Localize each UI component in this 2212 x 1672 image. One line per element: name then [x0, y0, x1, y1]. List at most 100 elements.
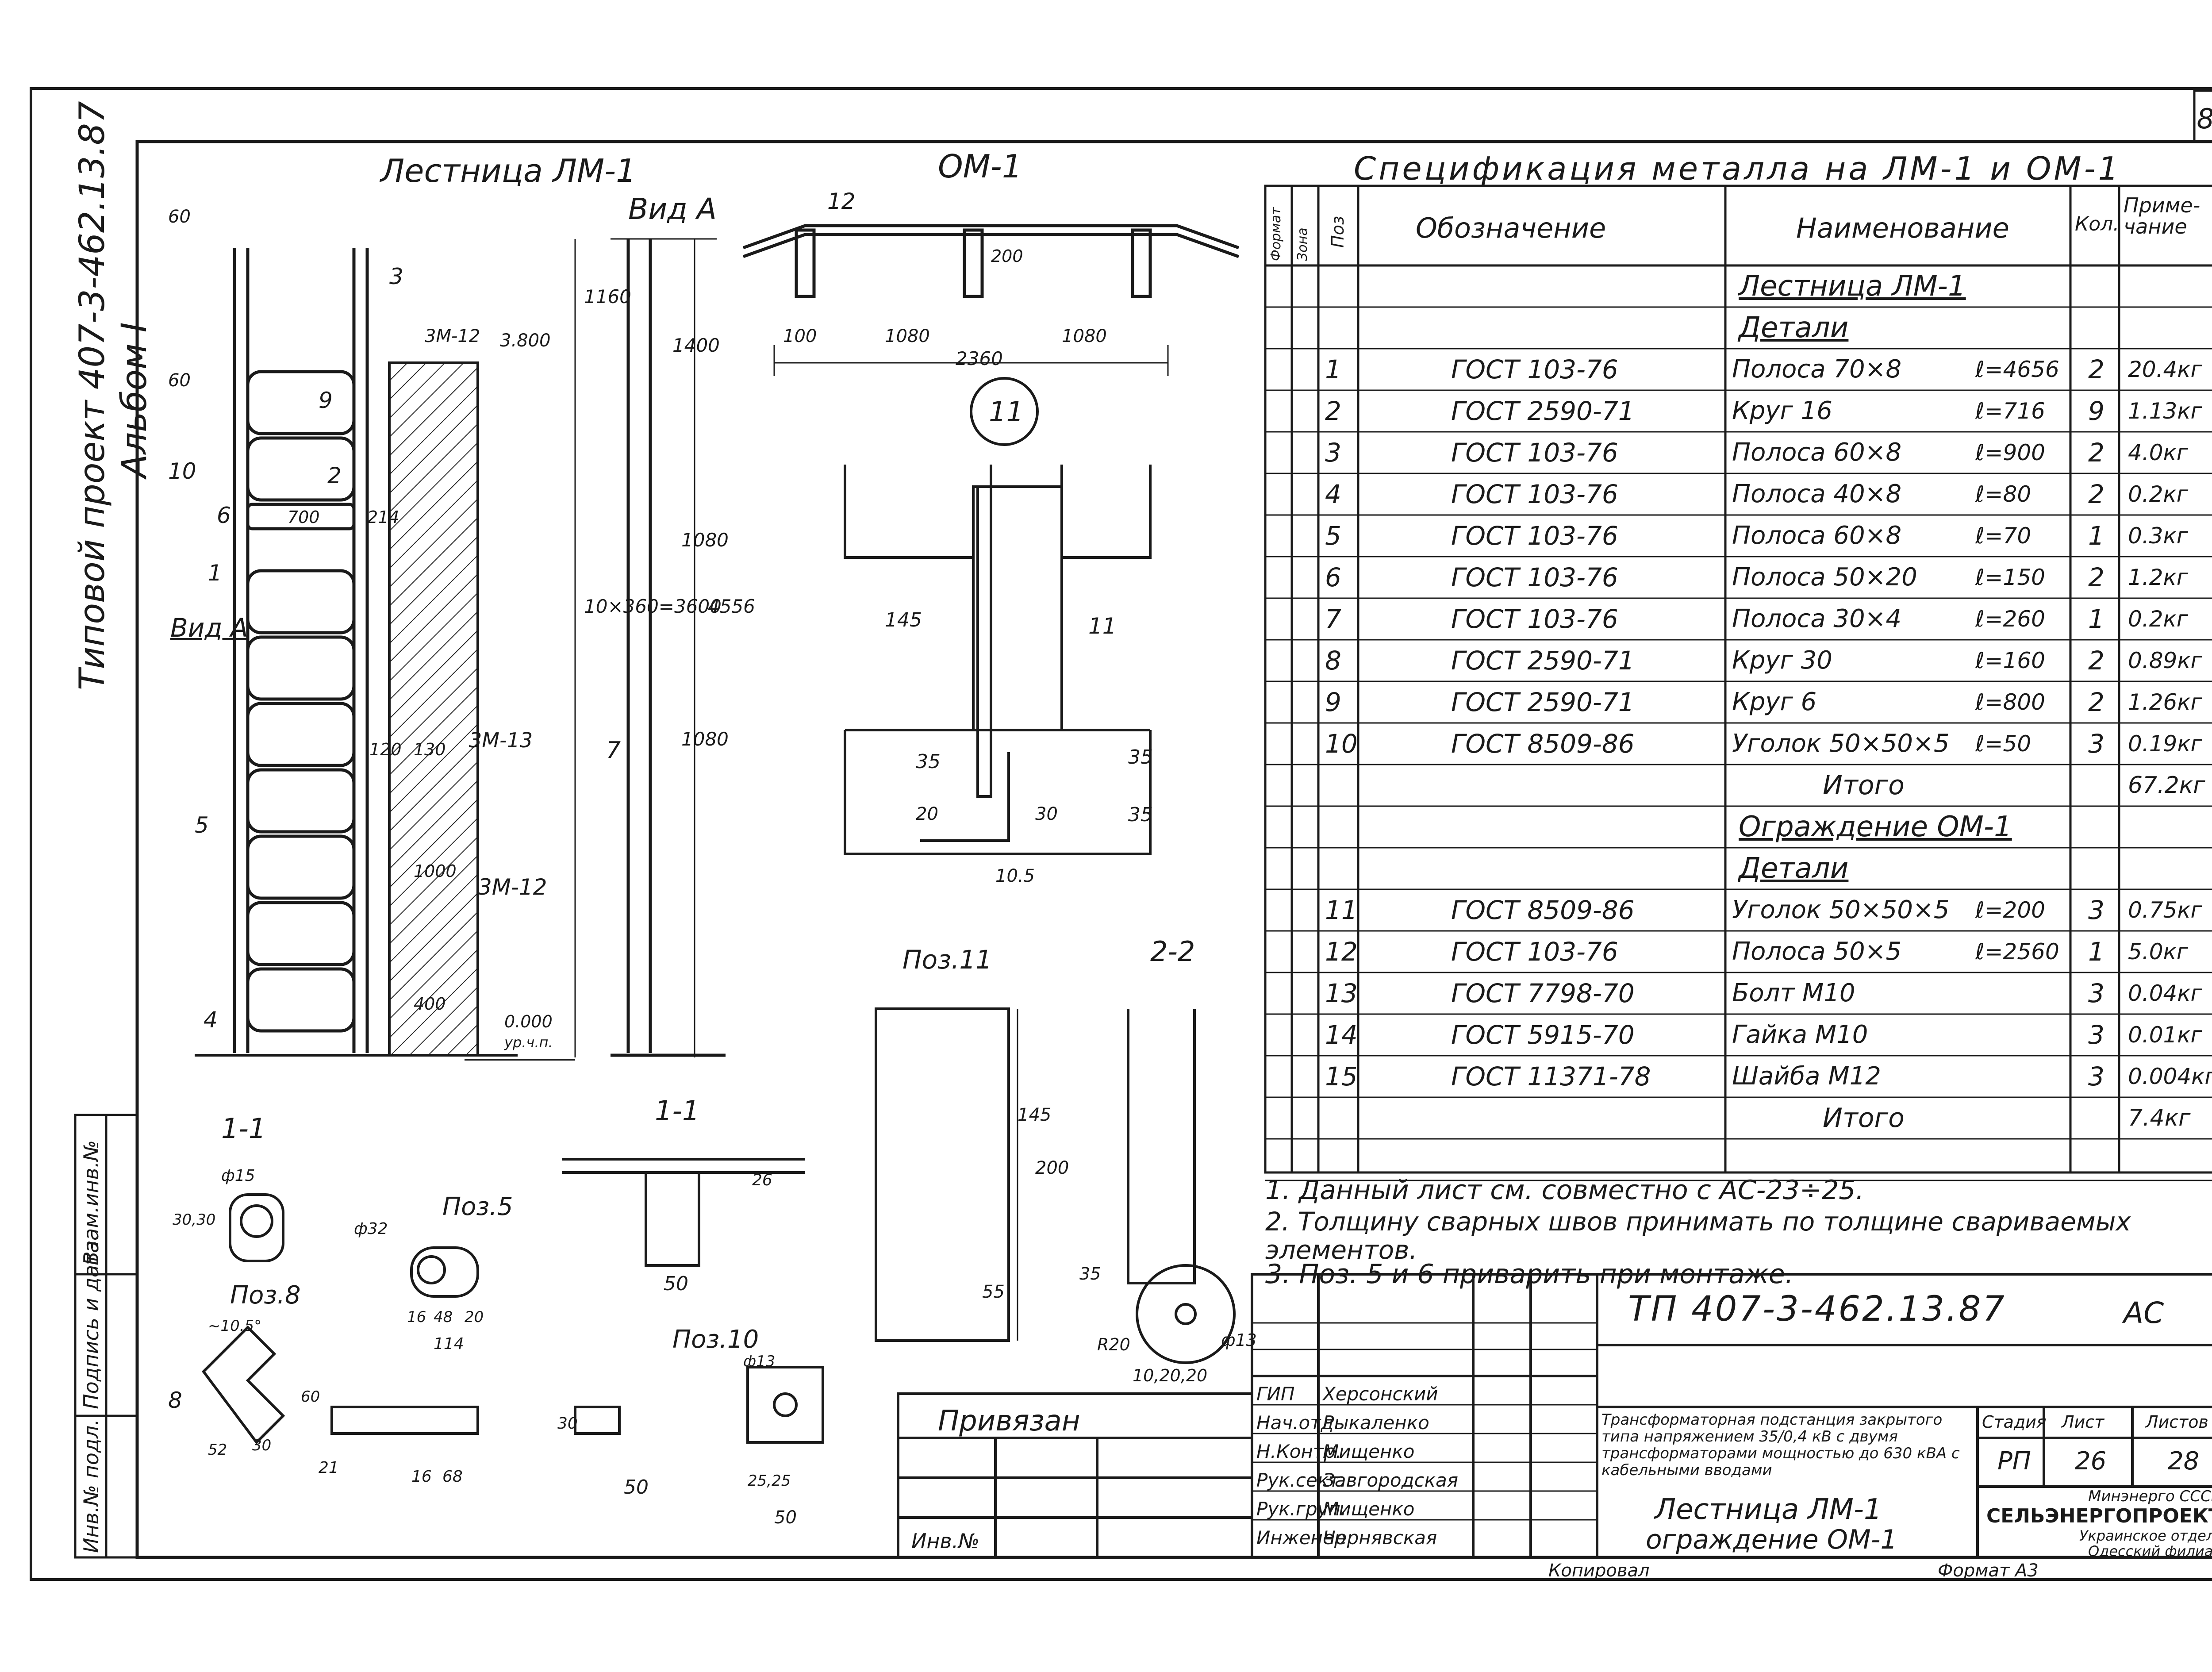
spec-qty: 2 — [2088, 562, 2104, 592]
spec-section-heading: Лестница ЛМ-1 — [1739, 270, 1966, 303]
spec-length: ℓ=716 — [1975, 398, 2045, 424]
stamp-role: Рук.сект. — [1256, 1469, 1346, 1491]
spec-pos: 11 — [1325, 895, 1358, 925]
spec-mass: 0.19кг — [2128, 731, 2202, 757]
footer-copied: Копировал — [1548, 1561, 1650, 1581]
spec-name: Уголок 50×50×5 — [1732, 729, 1950, 758]
stamp-person-name: Рыкаленко — [1323, 1412, 1429, 1434]
spec-qty: 1 — [2088, 604, 2104, 634]
ladder-lm1-drawing — [195, 248, 575, 1061]
dim-16b: 16 — [411, 1468, 432, 1486]
dim-30b: 30 — [557, 1414, 578, 1433]
dim-20b: 20 — [465, 1308, 484, 1326]
spec-pos: 3 — [1325, 438, 1341, 468]
dim-60a: 60 — [168, 207, 191, 227]
spec-header-qty: Кол. — [2075, 213, 2120, 235]
dim-1080d: 1080 — [1062, 326, 1107, 346]
small-details — [202, 1158, 824, 1445]
side-project-label: Типовой проект 407-3-462.13.87 Альбом I — [73, 101, 154, 690]
dim-13b: ф13 — [743, 1353, 776, 1370]
spec-table-grid — [1264, 184, 2212, 1174]
spec-mass: 0.75кг — [2128, 897, 2202, 923]
stamp-mark: АС — [2124, 1296, 2164, 1330]
spec-mass: 20.4кг — [2128, 357, 2202, 382]
dim-13a: ф13 — [1221, 1330, 1257, 1350]
spec-name: Полоса 60×8 — [1732, 438, 1902, 467]
spec-mass: 5.0кг — [2128, 939, 2188, 965]
stamp-org-3: Украинское отделение — [2079, 1527, 2212, 1544]
node-11-label: 11 — [989, 396, 1024, 428]
stamp-role: ГИП — [1256, 1383, 1295, 1405]
dim-100: 100 — [783, 326, 817, 346]
dim-1160: 1160 — [584, 286, 631, 307]
footer-format: Формат А3 — [1938, 1561, 2039, 1581]
spec-section-heading: Детали — [1739, 852, 1849, 885]
spec-header-name: Наименование — [1796, 212, 2009, 244]
spec-row-lines — [1265, 306, 2212, 1181]
dim-10x360: 10×360=3600 — [584, 596, 722, 617]
spec-qty: 2 — [2088, 479, 2104, 509]
dim-16: 16 — [407, 1308, 426, 1326]
pos-callout-6: 6 — [217, 503, 231, 528]
spec-designation: ГОСТ 8509-86 — [1451, 729, 1635, 759]
spec-designation: ГОСТ 2590-71 — [1451, 396, 1635, 426]
spec-length: ℓ=800 — [1975, 689, 2045, 715]
spec-total-mass: 7.4кг — [2128, 1105, 2191, 1131]
dim-35b: 35 — [1128, 746, 1153, 769]
pos-callout-10: 10 — [168, 458, 196, 484]
spec-length: ℓ=150 — [1975, 565, 2045, 590]
spec-total-label: Итого — [1823, 770, 1905, 801]
spec-length: ℓ=2560 — [1975, 939, 2059, 965]
spec-header-format: Формат — [1268, 207, 1284, 261]
fence-om1-drawing — [742, 224, 1240, 376]
spec-designation: ГОСТ 2590-71 — [1451, 646, 1635, 676]
spec-designation: ГОСТ 5915-70 — [1451, 1020, 1635, 1050]
spec-pos: 10 — [1325, 729, 1358, 759]
spec-mass: 1.26кг — [2128, 689, 2202, 715]
svg-text:Типовой проект 407-3-462.13.87: Типовой проект 407-3-462.13.87 — [73, 101, 112, 690]
stamp-sheet: 26 — [2075, 1447, 2107, 1476]
spec-qty: 2 — [2088, 687, 2104, 717]
stamp-person-name: Херсонский — [1323, 1383, 1438, 1405]
dim-3030: 30,30 — [173, 1211, 216, 1229]
pos-callout-11: 11 — [1088, 613, 1117, 639]
dim-214: 214 — [367, 507, 399, 527]
dim-30: 30 — [1035, 804, 1058, 824]
stamp-person-name: Чернявская — [1323, 1527, 1437, 1549]
pos-callout-8: 8 — [168, 1388, 182, 1413]
spec-pos: 12 — [1325, 937, 1358, 967]
dim-10-5deg: ~10.5° — [208, 1317, 262, 1335]
spec-designation: ГОСТ 11371-78 — [1451, 1061, 1651, 1092]
spec-name: Полоса 50×5 — [1732, 937, 1902, 966]
section11-fence-title: 1-1 — [655, 1095, 700, 1127]
dim-102020: 10,20,20 — [1133, 1366, 1208, 1385]
spec-length: ℓ=50 — [1975, 731, 2032, 757]
note-2: 2. Толщину сварных швов принимать по тол… — [1265, 1207, 2131, 1265]
stamp-role: Нач.отд. — [1256, 1412, 1340, 1434]
stamp-sheets-label: Листов — [2146, 1412, 2208, 1432]
stamp-person-name: Мищенко — [1323, 1441, 1415, 1462]
spec-designation: ГОСТ 103-76 — [1451, 438, 1618, 468]
spec-mass: 0.04кг — [2128, 980, 2202, 1006]
spec-name: Полоса 50×20 — [1732, 563, 1917, 592]
spec-qty: 2 — [2088, 646, 2104, 676]
dim-145b: 145 — [1018, 1105, 1052, 1125]
spec-name: Шайба М12 — [1732, 1062, 1881, 1091]
dim-50a: 50 — [664, 1272, 688, 1295]
privyazan-inv: Инв.№ — [911, 1529, 980, 1553]
privyazan-block — [897, 1392, 1253, 1559]
spec-title: Спецификация металла на ЛМ-1 и ОМ-1 — [1354, 150, 2121, 187]
spec-pos: 14 — [1325, 1020, 1358, 1050]
stamp-sheets: 28 — [2168, 1447, 2200, 1476]
spec-name: Болт М10 — [1732, 979, 1855, 1007]
spec-length: ℓ=160 — [1975, 648, 2045, 673]
dim-3800: 3.800 — [500, 331, 551, 351]
dim-60b: 60 — [168, 370, 191, 391]
dim-2360: 2360 — [956, 348, 1003, 369]
dim-35a: 35 — [916, 750, 941, 773]
page-number: 81 — [2197, 103, 2212, 135]
spec-mass: 0.01кг — [2128, 1022, 2202, 1048]
spec-mass: 1.2кг — [2128, 565, 2188, 590]
pos11-and-section22 — [875, 1007, 1236, 1364]
spec-qty: 9 — [2088, 396, 2104, 426]
